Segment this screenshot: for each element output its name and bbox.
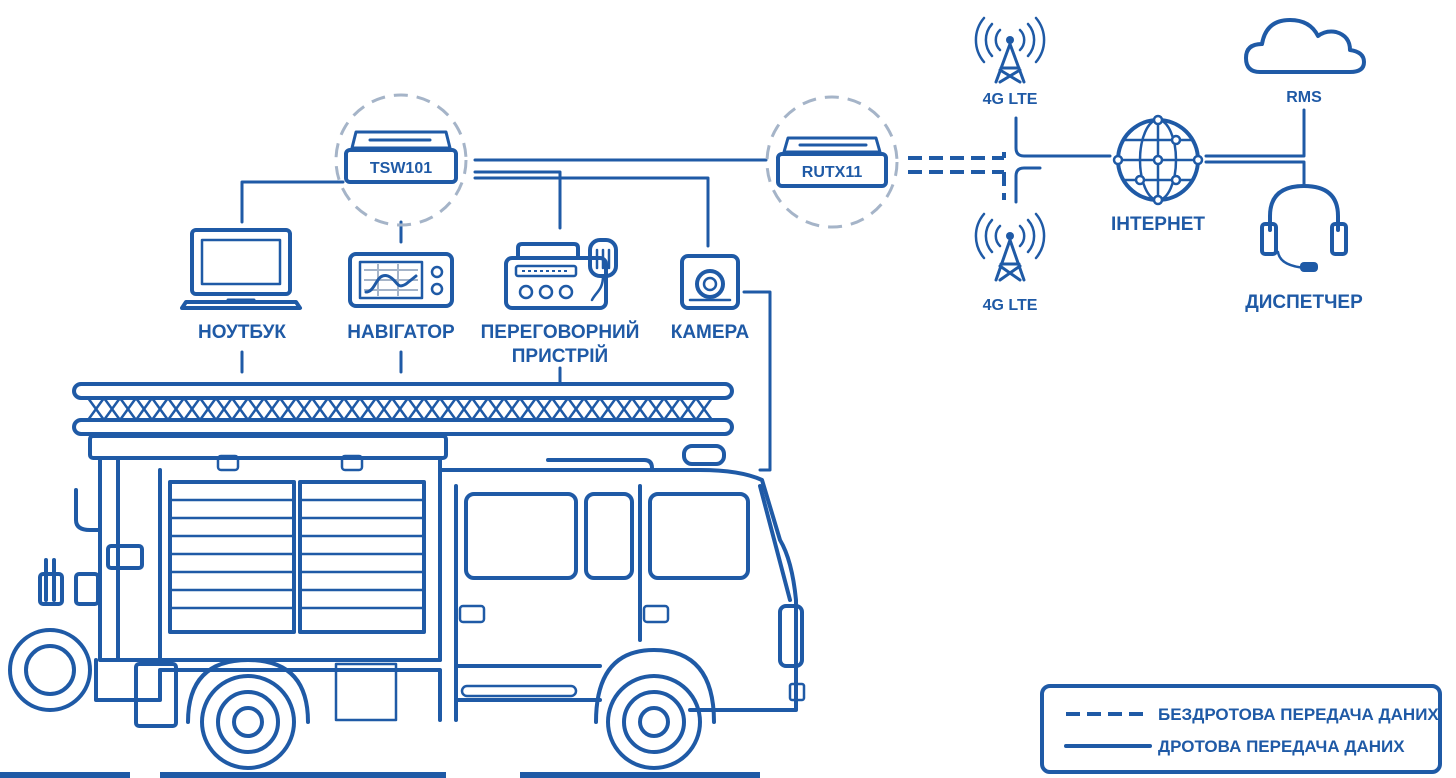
navigator-label: НАВІГАТОР (347, 322, 455, 343)
camera-icon (682, 256, 738, 308)
rms-label: RMS (1286, 89, 1322, 106)
lte-tower-top: 4G LTE (976, 18, 1044, 108)
legend-wired-label: ДРОТОВА ПЕРЕДАЧА ДАНИХ (1158, 737, 1405, 756)
rutx11-router: RUTX11 (767, 97, 897, 227)
navigator-icon (350, 254, 452, 306)
cloud-icon (1246, 20, 1364, 72)
rutx11-label: RUTX11 (802, 164, 863, 181)
legend-wireless: БЕЗДРОТОВА ПЕРЕДАЧА ДАНИХ (1066, 705, 1439, 724)
globe-icon (1114, 116, 1202, 204)
legend: БЕЗДРОТОВА ПЕРЕДАЧА ДАНИХ ДРОТОВА ПЕРЕДА… (1042, 686, 1440, 772)
camera: КАМЕРА (671, 256, 750, 343)
intercom-label-line2: ПРИСТРІЙ (512, 345, 608, 367)
headset-icon (1262, 186, 1346, 272)
radio-icon (506, 240, 616, 308)
camera-label: КАМЕРА (671, 322, 750, 343)
dispatcher: ДИСПЕТЧЕР (1245, 186, 1363, 313)
laptop-icon (182, 230, 300, 308)
intercom-label-line1: ПЕРЕГОВОРНИЙ (481, 321, 640, 343)
laptop-label: НОУТБУК (198, 322, 286, 343)
lte-tower-bottom: 4G LTE (976, 214, 1044, 314)
cell-tower-icon (976, 18, 1044, 82)
dispatcher-label: ДИСПЕТЧЕР (1245, 292, 1363, 313)
lte-bottom-label: 4G LTE (983, 297, 1038, 314)
internet-label: ІНТЕРНЕТ (1111, 214, 1205, 235)
legend-wireless-label: БЕЗДРОТОВА ПЕРЕДАЧА ДАНИХ (1158, 705, 1439, 724)
laptop: НОУТБУК (182, 230, 300, 343)
fire-truck-icon (0, 384, 804, 775)
rms-cloud: RMS (1246, 20, 1364, 106)
tsw101-switch: TSW101 (336, 95, 466, 225)
tsw101-label: TSW101 (370, 160, 432, 177)
navigator: НАВІГАТОР (347, 254, 455, 343)
intercom: ПЕРЕГОВОРНИЙ ПРИСТРІЙ (481, 240, 640, 367)
lte-top-label: 4G LTE (983, 91, 1038, 108)
legend-wired: ДРОТОВА ПЕРЕДАЧА ДАНИХ (1066, 737, 1405, 756)
cell-tower-icon (976, 214, 1044, 280)
internet: ІНТЕРНЕТ (1111, 116, 1205, 235)
